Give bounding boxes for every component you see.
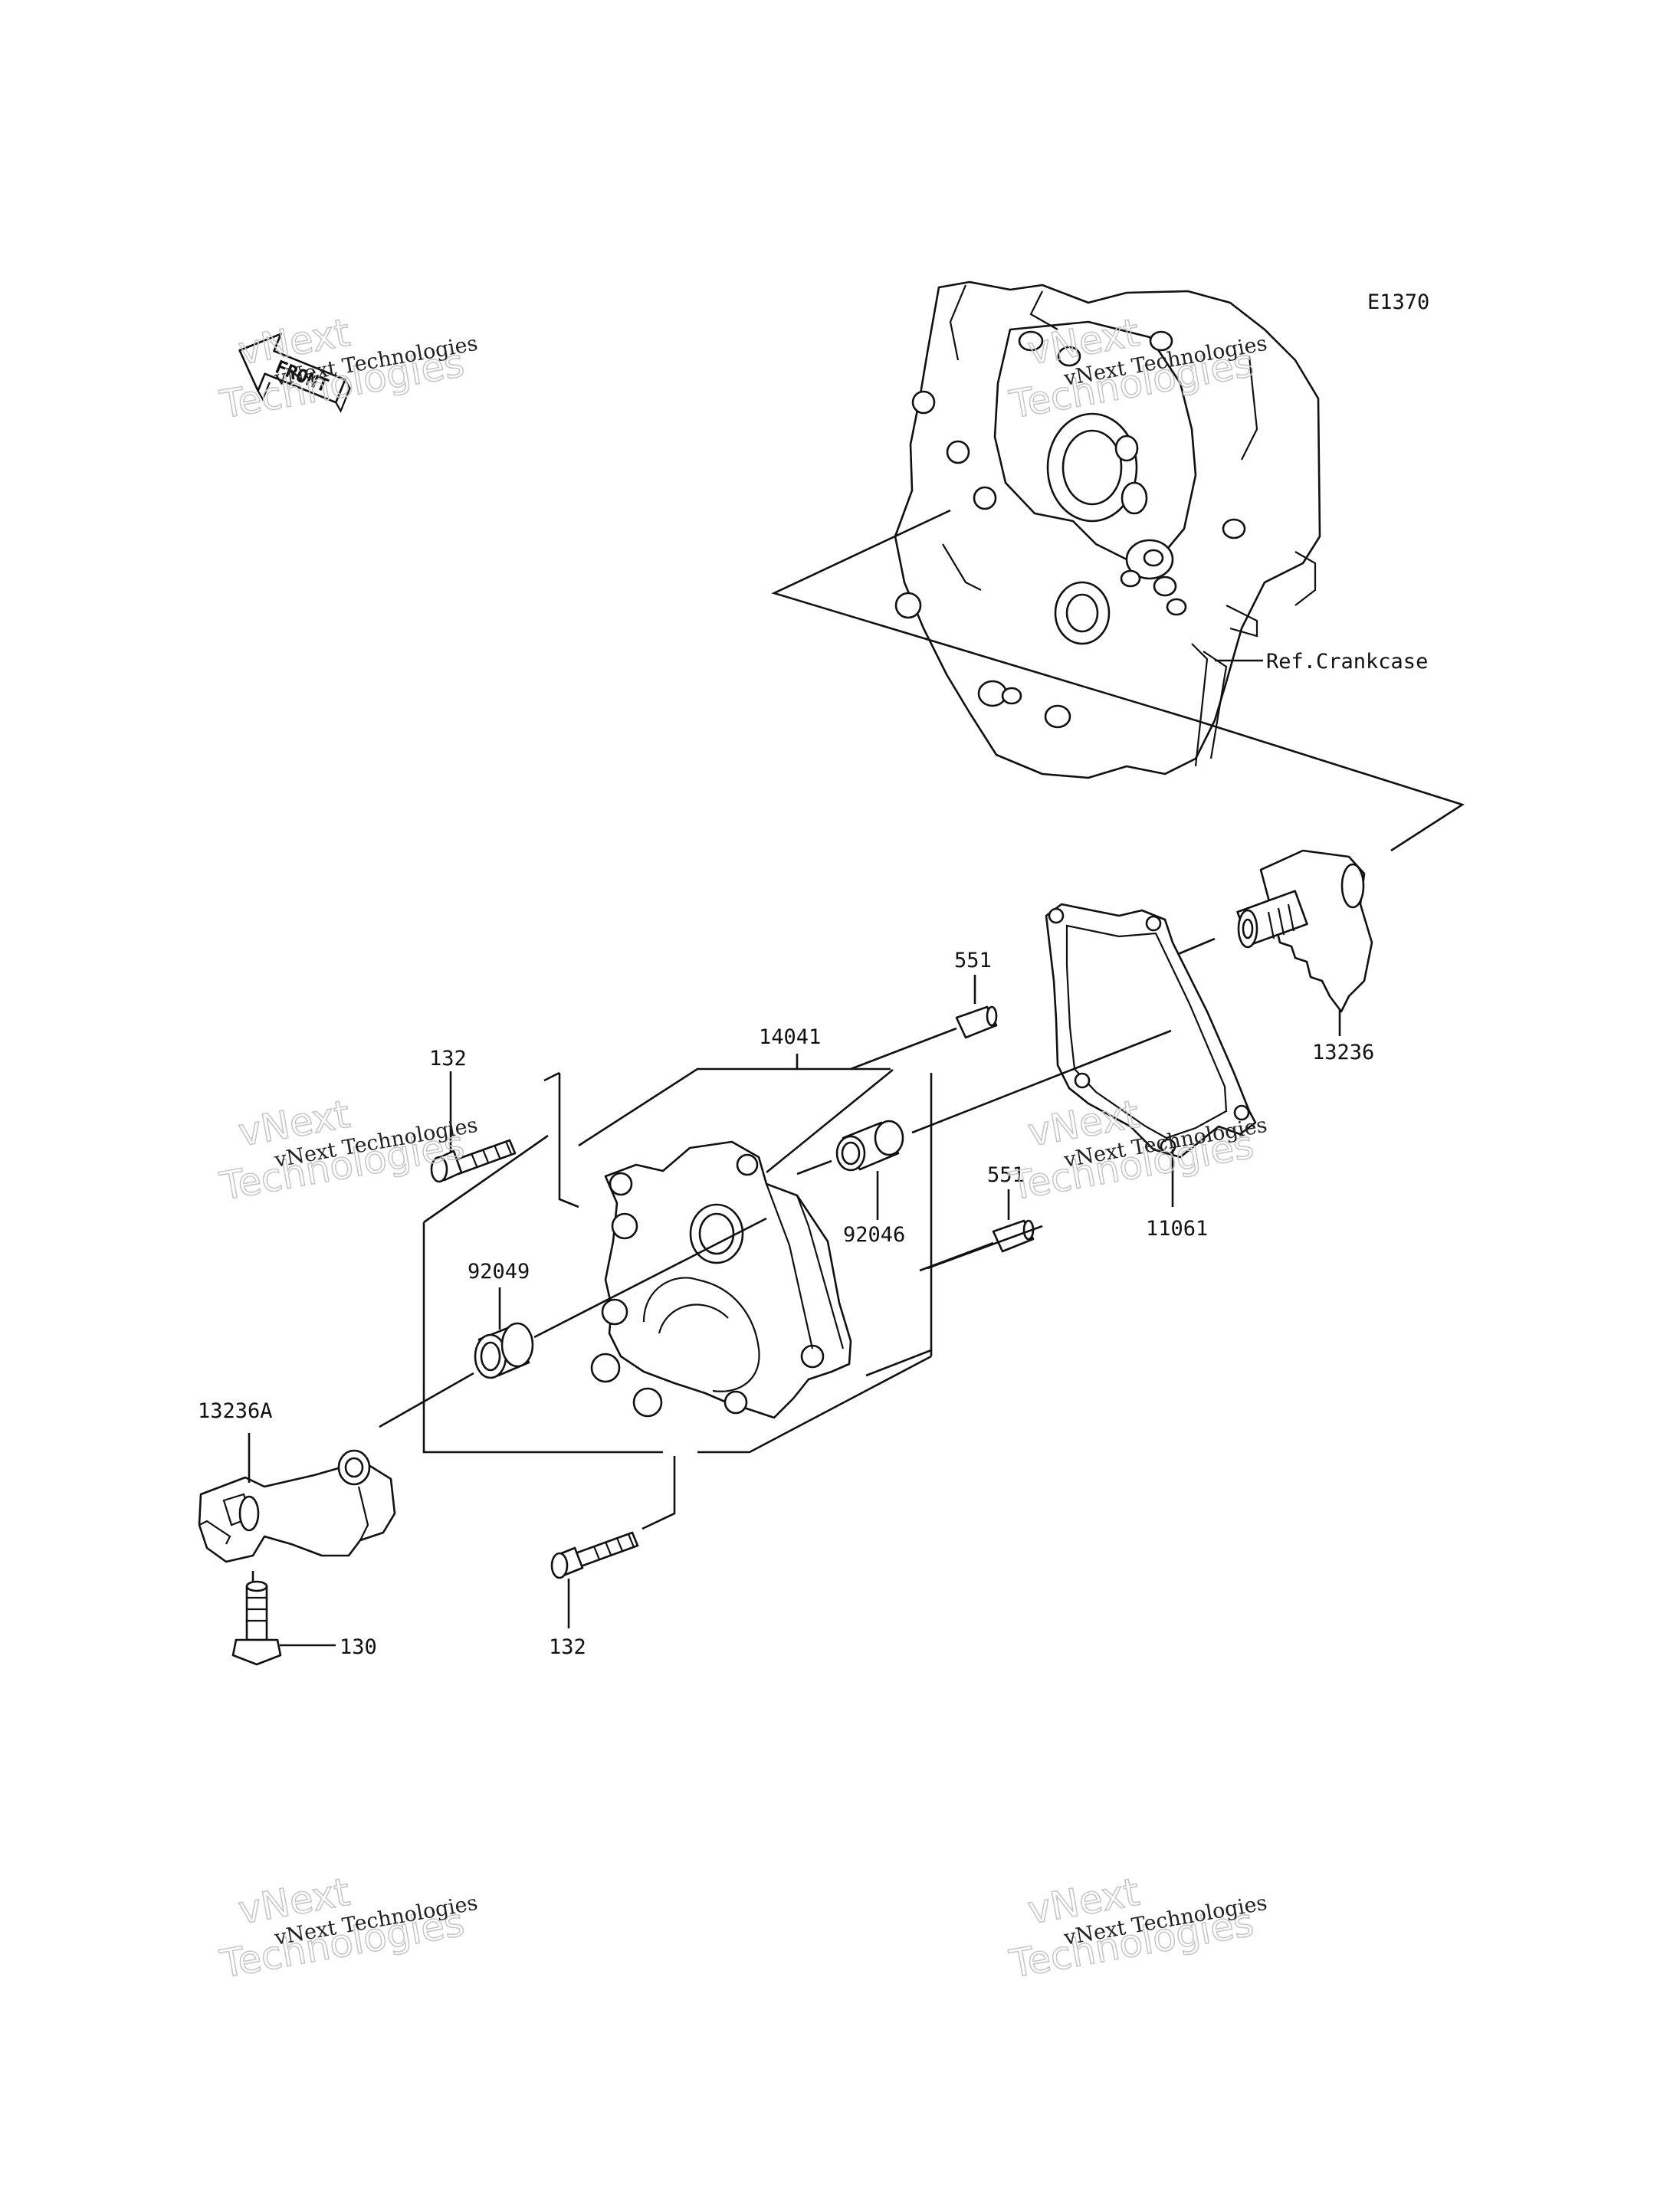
oil-seal-drawing [474, 1322, 534, 1379]
watermark-top-left: vNext Technologies vNext Technologies [216, 310, 480, 428]
p13236-label: 13236 [1312, 1041, 1374, 1064]
shaft-axis-line [1172, 937, 1216, 958]
bolt-130-drawing [231, 1580, 282, 1666]
crankcase-guide-lines [771, 509, 1465, 852]
bolt-top-guide [558, 1073, 579, 1208]
p14041-leader-a [766, 1068, 894, 1174]
p14041-bracket-bottom [422, 1222, 932, 1454]
p14041-bracket-top [578, 1054, 891, 1147]
p92049-label: 92049 [468, 1260, 530, 1284]
seal-axis-line [379, 1217, 767, 1428]
bolt-bottom-guide [641, 1456, 676, 1530]
bolt-bottom-drawing [550, 1531, 639, 1579]
p132-top-label: 132 [429, 1047, 467, 1071]
p551-top-label: 551 [954, 949, 992, 972]
shift-cover-drawing [590, 1140, 852, 1419]
gasket-drawing [1045, 903, 1257, 1159]
shift-shaft-drawing [1236, 849, 1373, 1013]
p132-bottom-label: 132 [549, 1635, 586, 1659]
diagram-code: E1370 [1367, 290, 1429, 314]
p11061-label: 11061 [1146, 1217, 1208, 1241]
dowel-pin-top-drawing [955, 1005, 998, 1039]
watermark-mid-left: vNext Technologies vNext Technologies [216, 1091, 480, 1209]
watermark-bottom-left: vNext Technologies vNext Technologies [216, 1869, 480, 1987]
bolt-top-drawing [430, 1139, 517, 1183]
crankcase-drawing [894, 280, 1321, 779]
shift-arm-drawing [198, 1449, 396, 1563]
watermark-bottom-right: vNext Technologies vNext Technologies [1006, 1869, 1269, 1987]
p13236A-label: 13236A [198, 1399, 273, 1423]
p130-label: 130 [340, 1635, 377, 1659]
bolt-top-guide-end [543, 1071, 560, 1082]
needle-bearing-drawing [835, 1120, 904, 1172]
bearing-axis-line [796, 1029, 1172, 1176]
p14041-label: 14041 [759, 1025, 821, 1049]
p14041-bracket-left [423, 1134, 549, 1224]
p551-mid-label: 551 [987, 1163, 1025, 1187]
reference-label: Ref.Crankcase [1266, 650, 1428, 674]
p92046-label: 92046 [843, 1223, 905, 1247]
